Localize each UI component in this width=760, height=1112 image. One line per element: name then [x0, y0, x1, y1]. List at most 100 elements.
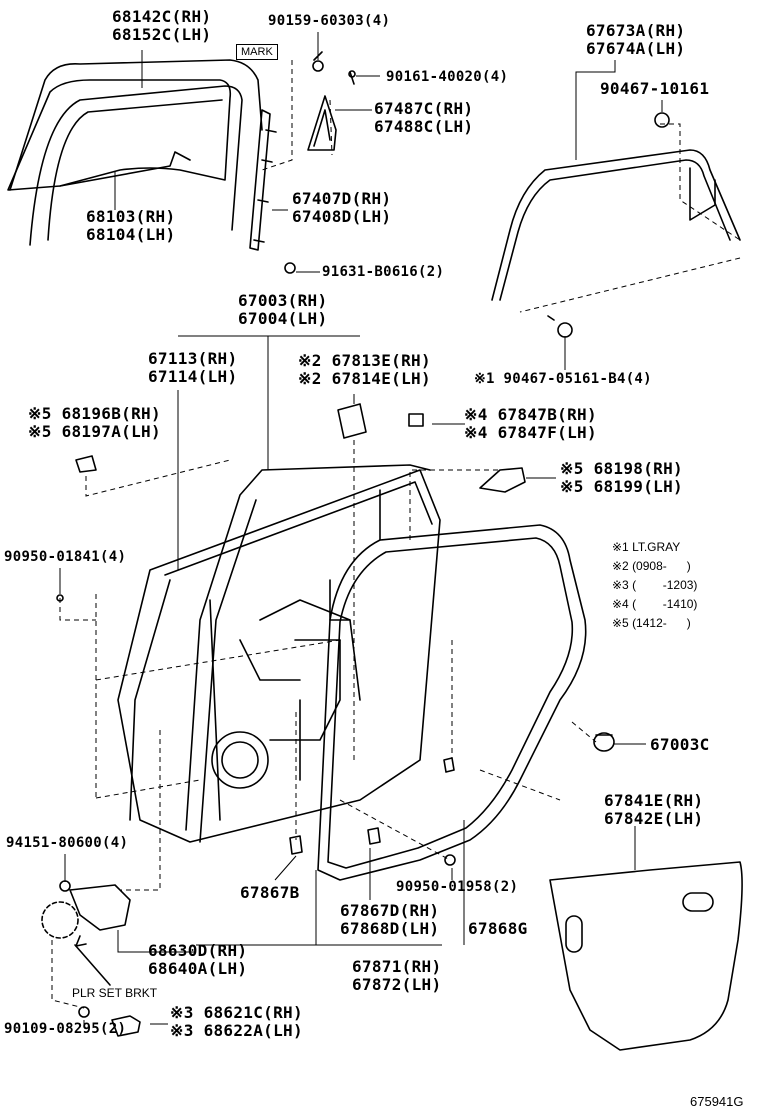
label-line: 67488C(LH) [374, 117, 474, 136]
label-weatherstrip-upper: 67673A(RH) 67674A(LH) [586, 22, 685, 58]
legend-row: ※4 ( -1410) [612, 597, 698, 611]
label-line: 67841E(RH) [604, 791, 704, 810]
stopper-shape [111, 1015, 141, 1037]
label-door-panel: 67003(RH) 67004(LH) [238, 292, 327, 328]
label-line: 90950-01958(2) [396, 879, 519, 895]
plr-text: PLR SET BRKT [72, 986, 158, 1000]
label-cover-841: 67841E(RH) 67842E(LH) [604, 792, 703, 828]
label-line: ※3 68621C(RH) [170, 1003, 303, 1022]
label-line: ※2 67813E(RH) [298, 351, 431, 370]
label-line: 67408D(LH) [292, 207, 392, 226]
label-line: ※5 68196B(RH) [28, 404, 161, 423]
pad-shapes [56, 262, 526, 866]
label-line: 94151-80600(4) [6, 835, 129, 851]
label-line: 68142C(RH) [112, 7, 212, 26]
label-line: 67113(RH) [148, 349, 238, 368]
label-glass-run-upper: 68142C(RH) 68152C(LH) [112, 8, 211, 44]
label-line: ※2 67814E(LH) [298, 369, 431, 388]
label-line: 90161-40020(4) [386, 69, 509, 85]
label-line: 67673A(RH) [586, 21, 686, 40]
mark-text: MARK [241, 46, 273, 58]
label-line: 67872(LH) [352, 975, 442, 994]
label-line: 68630D(RH) [148, 941, 248, 960]
label-line: 67004(LH) [238, 309, 328, 328]
mark-box: MARK [236, 44, 278, 60]
label-line: 68152C(LH) [112, 25, 212, 44]
label-line: ※5 68197A(LH) [28, 422, 161, 441]
label-line: 67867D(RH) [340, 901, 440, 920]
label-line: 67871(RH) [352, 957, 442, 976]
label-line: 68103(RH) [86, 207, 176, 226]
door-weatherstrip-shape [317, 524, 587, 881]
label-line: 67114(LH) [148, 367, 238, 386]
label-bracket-198: ※5 68198(RH) ※5 68199(LH) [560, 460, 683, 496]
label-line: 67003(RH) [238, 291, 328, 310]
label-clip-867b: 67867B [240, 884, 300, 902]
label-line: 67674A(LH) [586, 39, 686, 58]
label-line: 67868D(LH) [340, 919, 440, 938]
label-line: 67867B [240, 883, 300, 902]
door-panel-shape [117, 464, 441, 843]
footer-code: 675941G [690, 1094, 744, 1109]
label-screw-small: 90161-40020(4) [386, 68, 508, 86]
channel-strip-shape [249, 109, 277, 251]
label-line: 67842E(LH) [604, 809, 704, 828]
screw-top-shape [312, 51, 356, 85]
label-bolt-bottom: 90109-08295(2) [4, 1020, 126, 1038]
label-clip-rear: ※1 90467-05161-B4(4) [474, 370, 652, 388]
label-line: ※4 67847B(RH) [464, 405, 597, 424]
corner-piece-shape [307, 95, 337, 151]
legend: ※1 LT.GRAY ※2 (0908- ) ※3 ( -1203) ※4 ( … [612, 538, 697, 633]
label-line: 90109-08295(2) [4, 1021, 127, 1037]
label-channel-strip: 67407D(RH) 67408D(LH) [292, 190, 391, 226]
label-weather-868g: 67868G [468, 920, 528, 938]
label-line: 67487C(RH) [374, 99, 474, 118]
label-plr-set-brkt: PLR SET BRKT [72, 986, 157, 1000]
label-outer-panel: 67113(RH) 67114(LH) [148, 350, 237, 386]
leader-lines [59, 32, 663, 1026]
label-line: 68640A(LH) [148, 959, 248, 978]
dashed-guides [51, 60, 741, 1009]
label-line: ※5 68198(RH) [560, 459, 683, 478]
label-hinge: 68630D(RH) 68640A(LH) [148, 942, 247, 978]
label-line: 90950-01841(4) [4, 549, 127, 565]
label-bolt-channel: 91631-B0616(2) [322, 263, 444, 281]
label-line: ※5 68199(LH) [560, 477, 683, 496]
door-cover-shape [549, 861, 743, 1051]
glass-run-upper-shape [9, 59, 263, 246]
label-pad-813: ※2 67813E(RH) ※2 67814E(LH) [298, 352, 431, 388]
hinge-shape [41, 880, 131, 1018]
label-grommet: 67003C [650, 736, 710, 754]
label-line: ※1 90467-05161-B4(4) [474, 371, 652, 387]
label-line: 67407D(RH) [292, 189, 392, 208]
footer-code-text: 675941G [690, 1094, 744, 1109]
label-line: 67868G [468, 919, 528, 938]
label-screw-top: 90159-60303(4) [268, 12, 390, 30]
label-stopper: ※3 68621C(RH) ※3 68622A(LH) [170, 1004, 303, 1040]
label-bolt-hinge: 94151-80600(4) [6, 834, 128, 852]
legend-row: ※3 ( -1203) [612, 578, 698, 592]
label-line: 67003C [650, 735, 710, 754]
legend-row: ※5 (1412- ) [612, 616, 691, 630]
label-line: 90159-60303(4) [268, 13, 391, 29]
label-plug-958: 90950-01958(2) [396, 878, 518, 896]
label-plug-841: 90950-01841(4) [4, 548, 126, 566]
label-line: 68104(LH) [86, 225, 176, 244]
label-pad-847: ※4 67847B(RH) ※4 67847F(LH) [464, 406, 597, 442]
label-door-glass: 68103(RH) 68104(LH) [86, 208, 175, 244]
weatherstrip-upper-shape [491, 112, 741, 338]
label-corner-piece: 67487C(RH) 67488C(LH) [374, 100, 473, 136]
label-clip-upper-right: 90467-10161 [600, 80, 709, 98]
label-weather-867: 67867D(RH) 67868D(LH) [340, 902, 439, 938]
grommet-shape [593, 732, 615, 752]
legend-row: ※1 LT.GRAY [612, 540, 681, 554]
legend-row: ※2 (0908- ) [612, 559, 691, 573]
label-line: ※4 67847F(LH) [464, 423, 597, 442]
label-line: 91631-B0616(2) [322, 264, 445, 280]
label-line: ※3 68622A(LH) [170, 1021, 303, 1040]
label-clip-196: ※5 68196B(RH) ※5 68197A(LH) [28, 405, 161, 441]
label-line: 90467-10161 [600, 79, 710, 98]
label-weather-871: 67871(RH) 67872(LH) [352, 958, 441, 994]
